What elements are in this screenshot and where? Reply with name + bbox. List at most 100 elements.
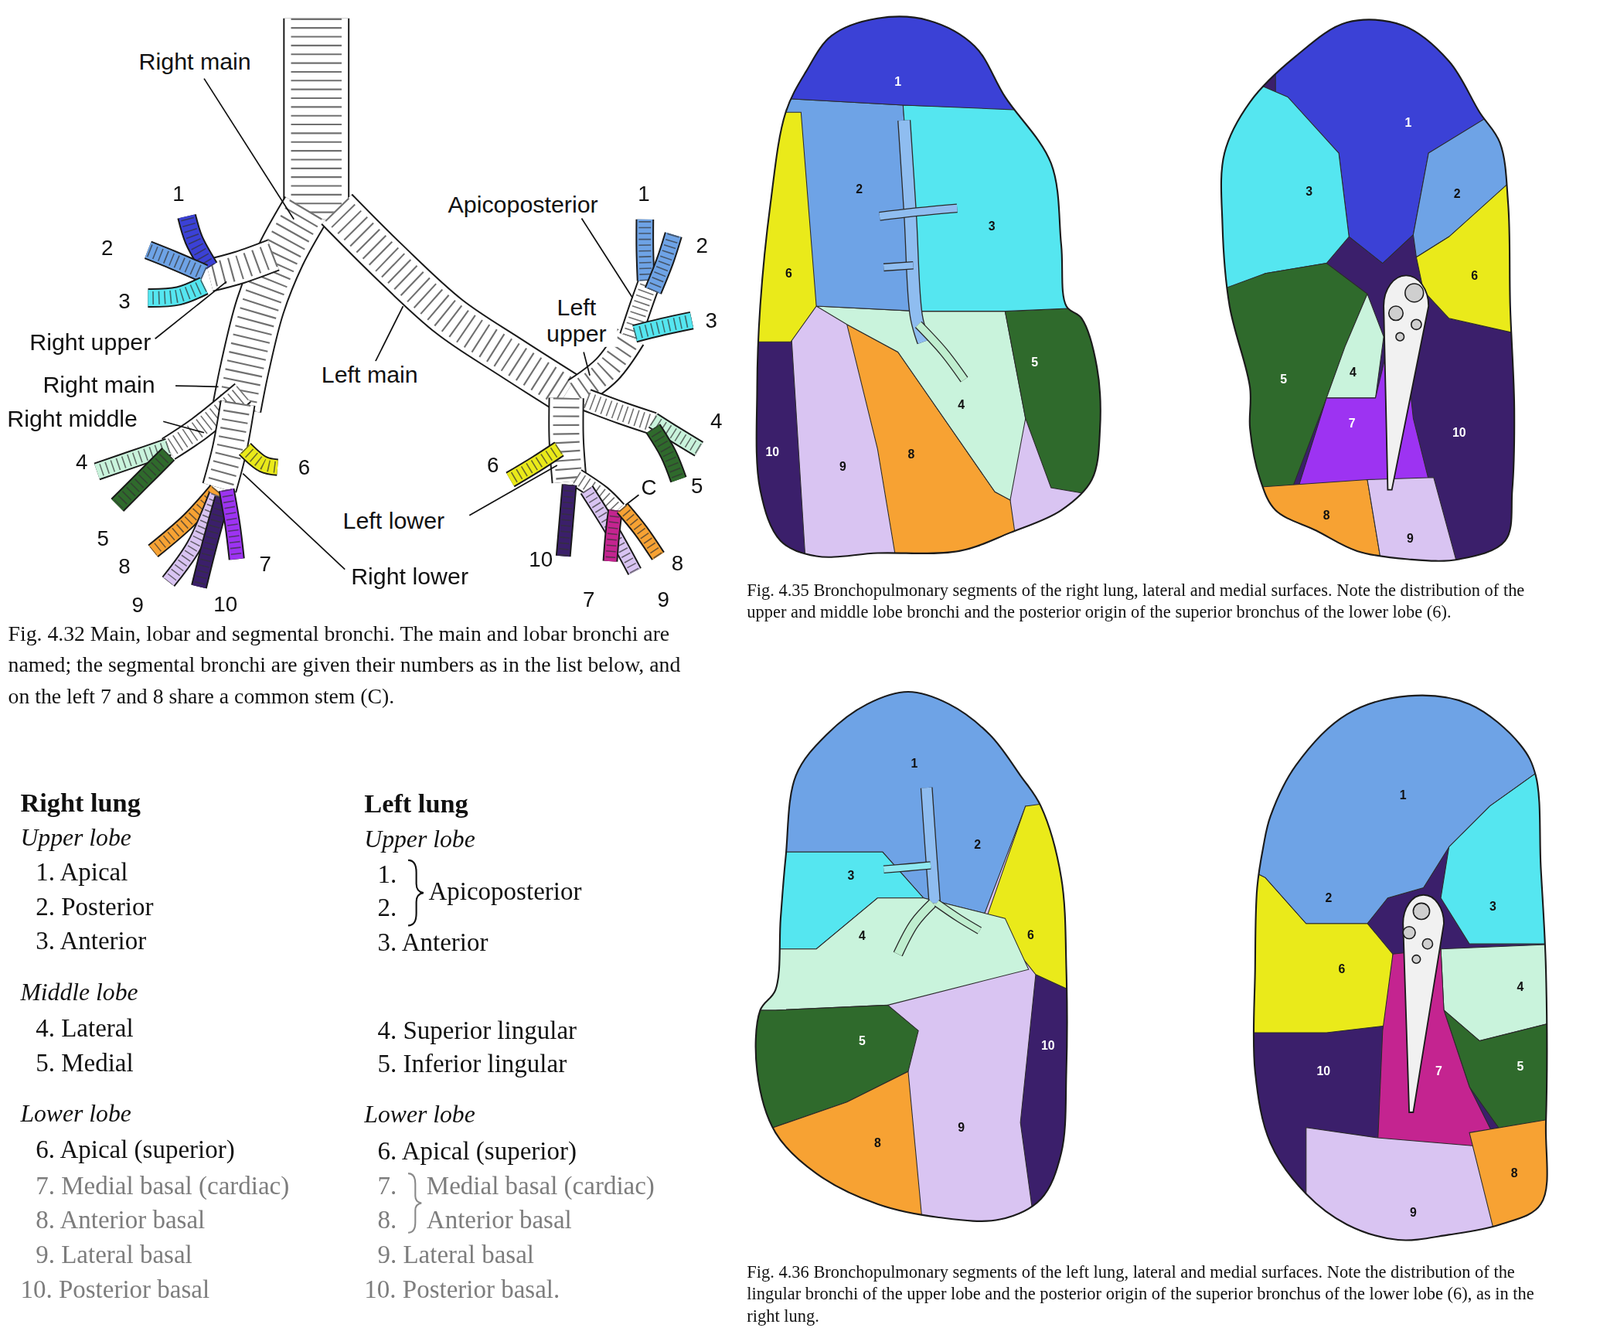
hilum [1383,275,1429,490]
hilar-vessel [1422,939,1433,950]
segment-region [1416,163,1531,337]
cartilage-rings [510,449,559,480]
bronchus [586,400,654,424]
bronchus [565,398,569,482]
segment-number: 5 [1280,373,1287,386]
segment-number: 2 [855,182,863,195]
part-name: Right middle [5,405,140,433]
bronchus-fill [653,234,674,292]
segment-number: 9 [957,1121,965,1134]
lung-figure [714,653,1103,1235]
bronchus-fill [586,490,635,572]
cartilage-rings [209,255,274,276]
segment-number: 2 [973,838,981,852]
lung-outline [1221,19,1515,561]
list-subheading: Upper lobe [364,825,475,854]
segment-number: 6 [1338,963,1346,976]
list-item: 1. Apical [35,857,128,888]
segment-number: 7 [1435,1065,1443,1078]
cartilage-rings [586,490,635,572]
bronchus [117,453,169,505]
leader-line [469,465,558,516]
part-name: Right upper [27,328,154,356]
list-item: 6. Apical (superior) [377,1136,577,1166]
bronchus-outline [634,320,692,334]
bronchus-fill [226,490,237,560]
leader-line [242,473,345,570]
bronchus [245,449,278,468]
segment-number: 1 [1399,788,1407,801]
segment-region [714,0,1123,115]
bronchus-fill [209,255,274,276]
leader-line [175,385,218,387]
list-subheading: Lower lobe [20,1099,131,1128]
segment-number: 5 [1031,356,1039,369]
lung-outline [756,17,1101,558]
cartilage-rings [198,497,222,587]
callout-number: 5 [691,473,703,498]
list-item: 1. [377,859,397,889]
segment-region [1367,477,1460,572]
bronchus-sketch [904,120,924,342]
bronchus-fill [586,400,654,424]
part-name: Right main [136,47,253,75]
list-item: 3. Anterior [35,925,147,956]
segment-number: 7 [1348,417,1356,430]
segment-region [1020,974,1103,1236]
segment-number: 8 [874,1137,882,1150]
bronchus-outline [117,453,169,505]
callout-number: 4 [710,408,722,434]
cartilage-rings [565,398,569,482]
bronchus-sketch [879,207,957,217]
bronchus [209,255,274,276]
segment-number: 8 [907,448,915,461]
callout-number: 1 [172,181,184,207]
segment-number: 1 [910,757,918,770]
leader-line [581,218,633,299]
list-item: 10. Posterior basal. [364,1275,560,1305]
segment-number: 4 [1517,980,1525,994]
bronchus-fill [117,453,169,505]
callout-number: 6 [298,455,310,480]
bronchus [644,219,646,281]
bronchus-outline [147,249,205,273]
bronchus-sketch [879,207,957,217]
cartilage-rings [245,449,278,468]
bronchus [147,249,205,273]
hilar-vessel [1412,902,1430,920]
bronchus-sketch [904,120,924,342]
bronchus [622,507,658,556]
bronchus-fill [609,510,616,562]
bronchus-outline [563,484,570,556]
segment-region [714,326,807,572]
bronchus-sketch [918,324,964,380]
segment-number: 5 [858,1034,866,1048]
callout-number: 6 [486,452,499,478]
callout-number: 10 [213,592,238,617]
leader-line [625,494,639,505]
segment-number: 4 [1349,366,1357,379]
bronchus-fill [634,320,692,334]
leader-line [155,281,227,339]
leader-line [163,421,205,433]
bronchus-fill [236,209,307,409]
bronchus-sketch [926,787,936,903]
segment-region [1326,293,1384,399]
callout-number: 3 [118,289,130,314]
bronchus-fill [510,449,559,480]
segment-number: 3 [1305,185,1313,198]
bronchus-sketch [883,265,913,268]
cartilage-rings [653,234,674,292]
callout-number: 7 [259,551,272,577]
bronchus [653,234,674,292]
list-item: 4. Lateral [35,1014,133,1044]
bronchus-outline [586,400,654,424]
list-item: 8. Anterior basal [35,1205,205,1236]
bronchus-sketch [898,902,933,954]
segment-number: 10 [1316,1065,1331,1078]
hilar-vessel [1388,306,1403,320]
bronchus-outline [565,398,569,482]
bronchus-fill [219,402,239,488]
callout-number: 10 [528,546,553,572]
list-subheading: Upper lobe [20,824,131,853]
